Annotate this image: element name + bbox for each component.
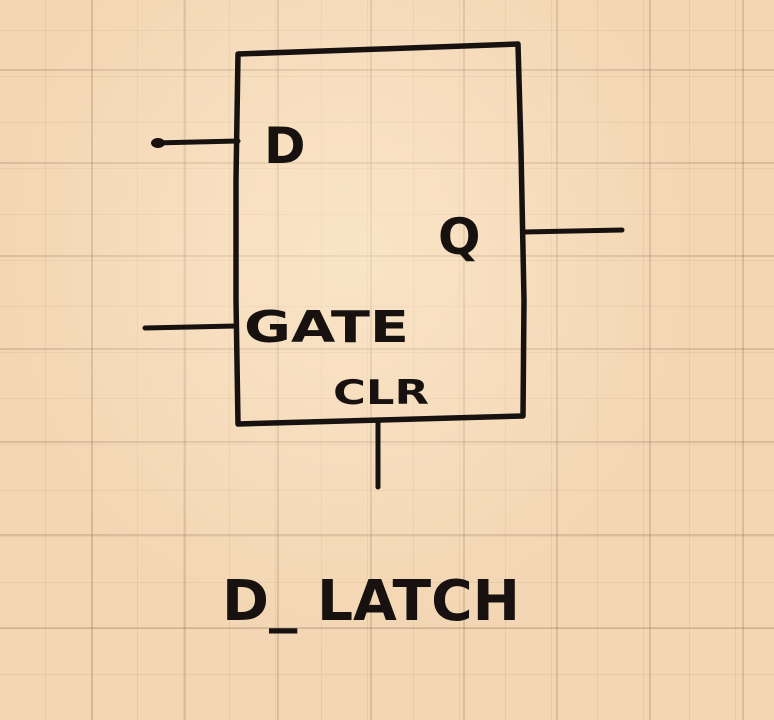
d-pin-label: D [264,117,306,175]
diagram-title: D_ LATCH [222,569,520,634]
clr-pin-label: CLR [333,373,429,413]
d-input-wire [151,138,241,146]
q-output-wire [521,227,625,235]
gate-pin-label: GATE [244,302,409,353]
d-input-dot [151,138,165,148]
q-pin-label: Q [438,208,481,266]
latch-block [233,41,527,427]
gate-input-wire [142,323,239,331]
